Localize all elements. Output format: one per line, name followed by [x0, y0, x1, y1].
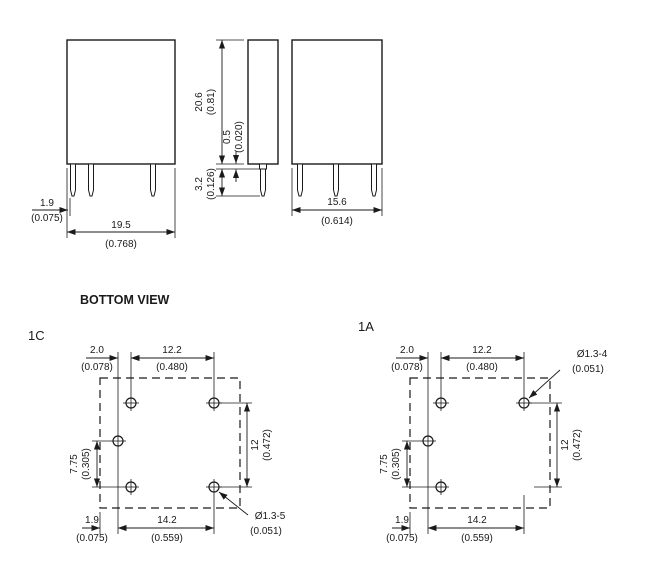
- bottom-view-heading: BOTTOM VIEW: [80, 293, 170, 307]
- dim-standoff-in: (0.020): [234, 121, 245, 153]
- dim-col-in: (0.472): [262, 429, 273, 461]
- dim-offset-mm: 2.0: [400, 345, 414, 356]
- dim-span-in: (0.559): [151, 533, 183, 544]
- dim-edge-mm: 1.9: [395, 515, 409, 526]
- relay-pin: [333, 163, 339, 197]
- pin-hole: [110, 433, 126, 449]
- pin-hole: [206, 479, 222, 495]
- bottom-view-1a: 2.0 (0.078) 12.2 (0.480) 7.75 (0.305) 12…: [379, 345, 608, 544]
- dim-pitch-mm: 12.2: [472, 345, 492, 356]
- dim-row-mm: 7.75: [69, 454, 80, 474]
- hole-callout-leader: [218, 491, 249, 516]
- side-view: 20.6 (0.81) 0.5 (0.020) 3.2 (0.126): [194, 39, 279, 200]
- dim-pin-length-in: (0.126): [206, 168, 217, 200]
- variant-1a-label: 1A: [358, 319, 374, 334]
- dim-pitch-in: (0.480): [466, 362, 498, 373]
- bottom-view-1c: 2.0 (0.078) 12.2 (0.480) 7.75 (0.305) 12…: [69, 345, 286, 544]
- pin-hole: [433, 395, 449, 411]
- hole-diameter-in: (0.051): [572, 364, 604, 375]
- front-view-dimensions: 1.9 (0.075) 19.5 (0.768): [31, 168, 176, 250]
- pin-hole: [420, 433, 436, 449]
- end-view: 15.6 (0.614): [291, 39, 383, 227]
- hole-diameter-in: (0.051): [250, 526, 282, 537]
- relay-pin: [70, 163, 76, 197]
- dim-span-mm: 14.2: [467, 515, 487, 526]
- side-view-dimensions: 20.6 (0.81) 0.5 (0.020) 3.2 (0.126): [194, 39, 260, 200]
- dim-span-in: (0.559): [461, 533, 493, 544]
- pin-hole: [433, 479, 449, 495]
- end-view-dimensions: 15.6 (0.614): [291, 168, 383, 227]
- dim-col-mm: 12: [560, 439, 571, 451]
- hole-diameter-label: Ø1.3-4: [577, 349, 608, 360]
- pin-hole: [123, 479, 139, 495]
- dim-row-mm: 7.75: [379, 454, 390, 474]
- dim-offset-mm: 2.0: [90, 345, 104, 356]
- dim-height-in: (0.81): [206, 89, 217, 115]
- dim-edge-in: (0.075): [76, 533, 108, 544]
- dim-row-in: (0.305): [81, 448, 92, 480]
- dim-pin-offset-in: (0.075): [31, 213, 63, 224]
- dim-span-mm: 14.2: [157, 515, 177, 526]
- dim-offset-in: (0.078): [81, 362, 113, 373]
- pin-hole: [123, 395, 139, 411]
- dim-pin-length-mm: 3.2: [194, 177, 205, 191]
- dim-width-mm: 19.5: [111, 220, 131, 231]
- dim-row-in: (0.305): [391, 448, 402, 480]
- dim-edge-mm: 1.9: [85, 515, 99, 526]
- dim-col-mm: 12: [250, 439, 261, 451]
- dim-col-in: (0.472): [572, 429, 583, 461]
- bottom-view-1a-dimensions: 2.0 (0.078) 12.2 (0.480) 7.75 (0.305) 12…: [379, 345, 608, 544]
- front-view: 1.9 (0.075) 19.5 (0.768): [31, 39, 176, 250]
- relay-pin: [88, 163, 94, 197]
- dim-height-mm: 20.6: [194, 92, 205, 112]
- end-view-outline: [291, 39, 383, 197]
- dim-standoff-mm: 0.5: [222, 130, 233, 144]
- dim-depth-mm: 15.6: [327, 197, 347, 208]
- pin-hole: [206, 395, 222, 411]
- dim-edge-in: (0.075): [386, 533, 418, 544]
- bottom-view-1c-dimensions: 2.0 (0.078) 12.2 (0.480) 7.75 (0.305) 12…: [69, 345, 286, 544]
- relay-pin: [150, 163, 156, 197]
- relay-pin: [371, 163, 377, 197]
- relay-pin: [260, 168, 266, 197]
- pin-hole: [516, 395, 532, 411]
- relay-pin: [297, 163, 303, 197]
- front-view-outline: [66, 39, 176, 197]
- hole-callout-leader: [528, 369, 561, 399]
- variant-1c-label: 1C: [28, 328, 45, 343]
- dim-pitch-in: (0.480): [156, 362, 188, 373]
- hole-diameter-label: Ø1.3-5: [255, 511, 286, 522]
- dim-offset-in: (0.078): [391, 362, 423, 373]
- pin-standoff: [259, 163, 267, 170]
- dim-width-in: (0.768): [105, 239, 137, 250]
- dim-pitch-mm: 12.2: [162, 345, 182, 356]
- dim-depth-in: (0.614): [321, 216, 353, 227]
- dim-pin-offset-mm: 1.9: [40, 198, 54, 209]
- side-view-outline: [247, 39, 279, 197]
